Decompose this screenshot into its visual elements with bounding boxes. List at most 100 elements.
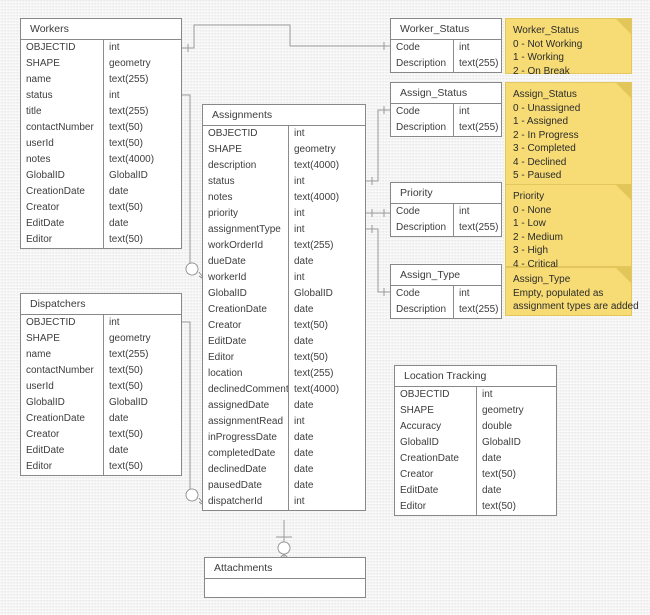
field-name: notes — [208, 192, 233, 203]
field-type: int — [288, 206, 365, 222]
entity-title-location-tracking: Location Tracking — [395, 366, 556, 387]
note-title: Assign_Status — [513, 89, 577, 100]
field-name: status — [208, 176, 235, 187]
field-name: GlobalID — [26, 397, 65, 408]
note-line: 5 - Paused — [513, 170, 562, 181]
field-type: int — [288, 174, 365, 190]
field-name: workOrderId — [208, 240, 264, 251]
note-fold-icon — [616, 83, 631, 98]
note-worker-status[interactable]: Worker_Status 0 - Not Working 1 - Workin… — [505, 18, 632, 77]
entity-title-assignments: Assignments — [203, 105, 365, 126]
field-type: text(50) — [103, 136, 181, 152]
field-name: Code — [396, 206, 420, 217]
note-fold-icon — [616, 268, 631, 283]
field-type: text(255) — [103, 104, 181, 120]
field-type: date — [288, 254, 365, 270]
note-assign-status[interactable]: Assign_Status 0 - Unassigned 1 - Assigne… — [505, 82, 632, 195]
field-name: OBJECTID — [26, 317, 76, 328]
field-type: GlobalID — [288, 286, 365, 302]
entity-attachments[interactable]: Attachments — [204, 557, 366, 598]
field-type: text(50) — [103, 232, 181, 248]
note-line: 4 - Declined — [513, 156, 567, 168]
field-name: description — [208, 160, 257, 171]
field-name: notes — [26, 154, 51, 165]
field-name: name — [26, 349, 52, 360]
field-name: userId — [26, 138, 54, 149]
field-name: declinedDate — [208, 464, 267, 475]
field-type: text(50) — [288, 350, 365, 366]
entity-title-worker-status: Worker_Status — [391, 19, 501, 40]
field-name: assignmentRead — [208, 416, 284, 427]
field-type: text(255) — [453, 120, 501, 136]
entity-title-dispatchers: Dispatchers — [21, 294, 181, 315]
note-line: 0 - Unassigned — [513, 102, 581, 114]
field-type: geometry — [103, 56, 181, 72]
field-type: date — [288, 462, 365, 478]
field-row — [205, 579, 365, 597]
note-line: 2 - Medium — [513, 231, 564, 243]
field-type: int — [288, 494, 365, 510]
field-name: GlobalID — [26, 170, 65, 181]
field-type: text(4000) — [288, 190, 365, 206]
entity-title-assign-status: Assign_Status — [391, 83, 501, 104]
field-name: CreationDate — [400, 453, 459, 464]
field-type: text(4000) — [103, 152, 181, 168]
field-name: Creator — [26, 202, 60, 213]
field-row: priority int — [203, 206, 365, 222]
field-type: date — [288, 446, 365, 462]
cardinality-zero-workers — [185, 262, 199, 276]
note-priority[interactable]: Priority 0 - None 1 - Low 2 - Medium 3 -… — [505, 184, 632, 270]
entity-title-workers: Workers — [21, 19, 181, 40]
field-row: Description text(255) — [391, 56, 501, 72]
field-name: Code — [396, 288, 420, 299]
note-assign-type[interactable]: Assign_Type Empty, populated as assignme… — [505, 267, 639, 316]
field-type: date — [288, 430, 365, 446]
entity-title-assign-type: Assign_Type — [391, 265, 501, 286]
field-name: OBJECTID — [208, 128, 258, 139]
field-name: Editor — [400, 501, 427, 512]
field-type: text(255) — [453, 56, 501, 72]
field-row: dueDate date — [203, 254, 365, 270]
note-line: 3 - Completed — [513, 143, 576, 154]
field-name: priority — [208, 208, 239, 219]
field-name: dueDate — [208, 256, 246, 267]
field-name: Description — [396, 58, 447, 69]
field-type: date — [288, 302, 365, 318]
field-type: date — [476, 483, 556, 499]
note-line: 1 - Low — [513, 218, 546, 229]
field-row: userId text(50) — [21, 136, 181, 152]
note-title: Priority — [513, 191, 545, 202]
